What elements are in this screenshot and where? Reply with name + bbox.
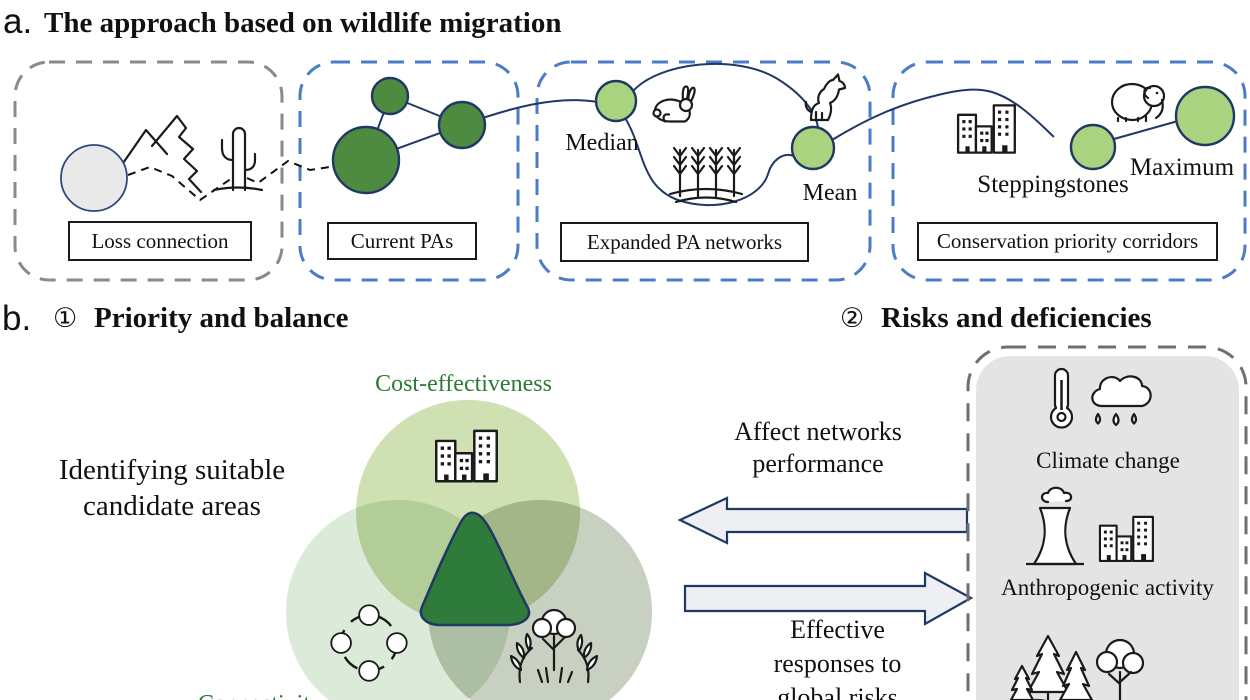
venn-label-connectivity: Connectivity	[190, 691, 330, 700]
priority-section-title: Priority and balance	[94, 302, 349, 334]
panel-a-index: a.	[3, 2, 33, 41]
venn-label-cost-effectiveness: Cost-effectiveness	[375, 371, 552, 397]
anthropogenic-activity-label: Anthropogenic activity	[1001, 575, 1214, 600]
stage-label-current-pas: Current PAs	[327, 222, 477, 260]
stage-label-loss-connection: Loss connection	[68, 221, 252, 261]
risks-section-number: ②	[840, 303, 865, 334]
median-node-label: Median	[565, 130, 639, 156]
panel-a-title: The approach based on wildlife migration	[44, 7, 562, 39]
risks-section-title: Risks and deficiencies	[881, 302, 1152, 334]
stage-label-expanded-networks: Expanded PA networks	[560, 222, 809, 262]
maximum-label: Maximum	[1129, 154, 1235, 181]
stage-label-priority-corridors: Conservation priority corridors	[917, 222, 1218, 261]
climate-change-label: Climate change	[1036, 448, 1180, 473]
affect-arrow-caption: Affect networks performance	[734, 417, 902, 478]
priority-section-number: ①	[53, 303, 78, 334]
panel-b-index: b.	[2, 299, 32, 338]
mean-node-label: Mean	[802, 180, 858, 206]
identify-candidate-note: Identifying suitable candidate areas	[58, 454, 286, 523]
response-arrow-caption: Effective responses to global risks	[773, 615, 902, 700]
